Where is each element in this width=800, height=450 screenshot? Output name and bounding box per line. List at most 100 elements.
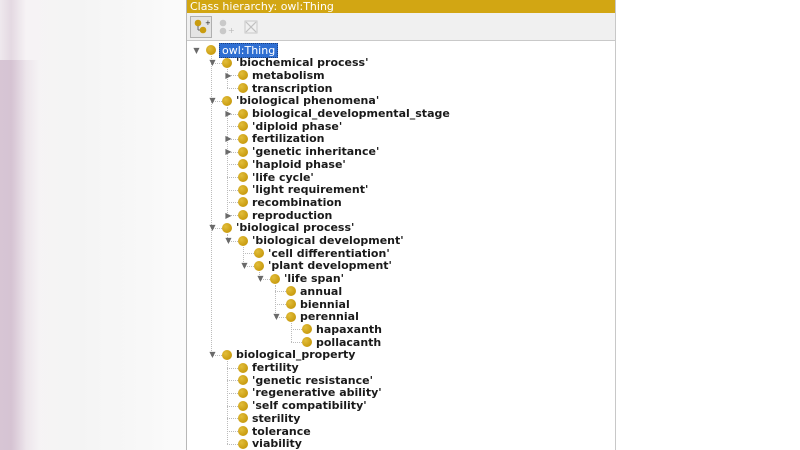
tree-node-genetic-inheritance[interactable]: 'genetic inheritance'	[238, 145, 380, 158]
tree-node-label: 'diploid phase'	[252, 119, 343, 133]
tree-guide-line	[227, 360, 228, 444]
class-icon	[238, 426, 248, 436]
tree-node-label: hapaxanth	[316, 322, 382, 336]
class-hierarchy-panel: Class hierarchy: owl:Thing + +	[186, 0, 616, 450]
tree-node-life-cycle[interactable]: 'life cycle'	[238, 171, 315, 184]
tree-node-sterility[interactable]: sterility	[238, 412, 301, 425]
tree-node-life-span[interactable]: 'life span'	[270, 272, 345, 285]
class-icon	[238, 438, 248, 449]
tree-node-plant-development[interactable]: 'plant development'	[254, 259, 393, 272]
tree-node-perennial[interactable]: perennial	[286, 310, 360, 323]
tree-node-label: pollacanth	[316, 335, 382, 349]
tree-guide-line	[227, 75, 238, 77]
tree-node-reproduction[interactable]: reproduction	[238, 209, 333, 222]
tree-node-regenerative-ability[interactable]: 'regenerative ability'	[238, 386, 383, 399]
collapsed-toggle-icon[interactable]: ▶	[225, 134, 232, 144]
tree-node-pollacanth[interactable]: pollacanth	[302, 336, 382, 349]
tree-node-fertility[interactable]: fertility	[238, 361, 300, 374]
tree-guide-line	[291, 342, 302, 344]
tree-node-label: 'light requirement'	[252, 183, 369, 197]
delete-class-button[interactable]	[240, 16, 262, 38]
expanded-toggle-icon[interactable]: ▼	[273, 312, 280, 322]
tree-node-genetic-resistance[interactable]: 'genetic resistance'	[238, 374, 374, 387]
collapsed-toggle-icon[interactable]: ▶	[225, 109, 232, 118]
tree-node-biochemical-process[interactable]: 'biochemical process'	[222, 56, 369, 69]
class-icon	[238, 146, 248, 157]
class-icon	[238, 375, 248, 386]
expanded-toggle-icon[interactable]: ▼	[225, 236, 232, 245]
tree-node-tolerance[interactable]: tolerance	[238, 425, 312, 438]
tree-node-biological-phenomena[interactable]: 'biological phenomena'	[222, 94, 380, 107]
class-icon	[238, 362, 248, 373]
tree-node-label: metabolism	[252, 68, 325, 82]
tree-guide-line	[227, 151, 238, 153]
tree-guide-line	[211, 227, 222, 229]
expanded-toggle-icon[interactable]: ▼	[209, 58, 216, 68]
expanded-toggle-icon[interactable]: ▼	[257, 274, 264, 284]
tree-node-owl-thing[interactable]: owl:Thing	[206, 42, 279, 58]
collapsed-toggle-icon[interactable]: ▶	[225, 210, 232, 220]
tree-node-haploid-phase[interactable]: 'haploid phase'	[238, 158, 347, 171]
tree-node-recombination[interactable]: recombination	[238, 196, 343, 209]
tree-guide-line	[227, 392, 238, 394]
tree-node-label: 'life cycle'	[252, 170, 314, 184]
tree-node-label: biological_property	[236, 348, 356, 362]
tree-node-metabolism[interactable]: metabolism	[238, 69, 326, 82]
tree-node-diploid-phase[interactable]: 'diploid phase'	[238, 120, 343, 133]
tree-node-label: 'genetic resistance'	[252, 373, 373, 387]
class-icon	[222, 95, 232, 106]
class-icon	[238, 210, 248, 221]
tree-node-viability[interactable]: viability	[238, 437, 303, 450]
tree-guide-line	[227, 88, 238, 90]
tree-node-annual[interactable]: annual	[286, 285, 343, 298]
class-icon	[302, 324, 312, 335]
tree-node-biennial[interactable]: biennial	[286, 298, 351, 311]
class-icon	[238, 83, 248, 94]
tree-node-label: 'biological development'	[252, 234, 404, 247]
tree-guide-line	[243, 253, 254, 255]
tree-node-biological-development[interactable]: 'biological development'	[238, 234, 405, 247]
tree-node-biological-property[interactable]: biological_property	[222, 348, 356, 361]
class-icon	[222, 222, 232, 233]
collapsed-toggle-icon[interactable]: ▶	[225, 70, 232, 80]
tree-guide-line	[227, 380, 238, 382]
class-icon	[238, 108, 248, 119]
tree-node-label: 'biological process'	[236, 221, 355, 235]
tree-node-label: 'life span'	[284, 272, 345, 286]
tree-node-label: transcription	[252, 81, 333, 95]
tree-node-transcription[interactable]: transcription	[238, 82, 334, 95]
tree-node-label: fertility	[252, 361, 299, 374]
expanded-toggle-icon[interactable]: ▼	[209, 223, 216, 233]
tree-node-fertilization[interactable]: fertilization	[238, 132, 325, 145]
tree-guide-line	[227, 215, 238, 217]
tree-node-light-requirement[interactable]: 'light requirement'	[238, 183, 369, 196]
tree-node-label: 'cell differentiation'	[268, 246, 390, 260]
tree-guide-line	[227, 431, 238, 432]
tree-guide-line	[227, 177, 238, 178]
tree-node-self-compatibility[interactable]: 'self compatibility'	[238, 399, 368, 412]
collapsed-toggle-icon[interactable]: ▶	[225, 147, 232, 157]
add-subclass-button[interactable]: +	[190, 15, 212, 38]
tree-node-label: biennial	[300, 297, 350, 311]
expanded-toggle-icon[interactable]: ▼	[241, 261, 248, 271]
expanded-toggle-icon[interactable]: ▼	[209, 96, 216, 106]
tree-guide-line	[275, 304, 286, 305]
tree-node-biological-developmental-stage[interactable]: biological_developmental_stage	[238, 107, 451, 120]
expanded-toggle-icon[interactable]: ▼	[193, 45, 200, 55]
class-icon	[238, 159, 248, 170]
tree-node-biological-process[interactable]: 'biological process'	[222, 221, 355, 234]
class-tree: ▼owl:Thing▼'biochemical process'▶metabol…	[187, 41, 615, 450]
class-icon	[238, 121, 248, 132]
class-icon	[238, 387, 248, 398]
class-icon	[286, 286, 296, 297]
tree-node-label: fertilization	[252, 132, 325, 146]
add-sibling-button[interactable]: +	[215, 16, 237, 38]
tree-node-hapaxanth[interactable]: hapaxanth	[302, 323, 383, 336]
tree-node-cell-differentiation[interactable]: 'cell differentiation'	[254, 247, 391, 260]
class-icon	[238, 70, 248, 81]
class-icon	[270, 273, 280, 284]
add-sibling-icon: +	[219, 19, 235, 35]
tree-guide-line	[227, 126, 238, 128]
expanded-toggle-icon[interactable]: ▼	[209, 350, 216, 360]
tree-guide-line	[291, 329, 302, 331]
